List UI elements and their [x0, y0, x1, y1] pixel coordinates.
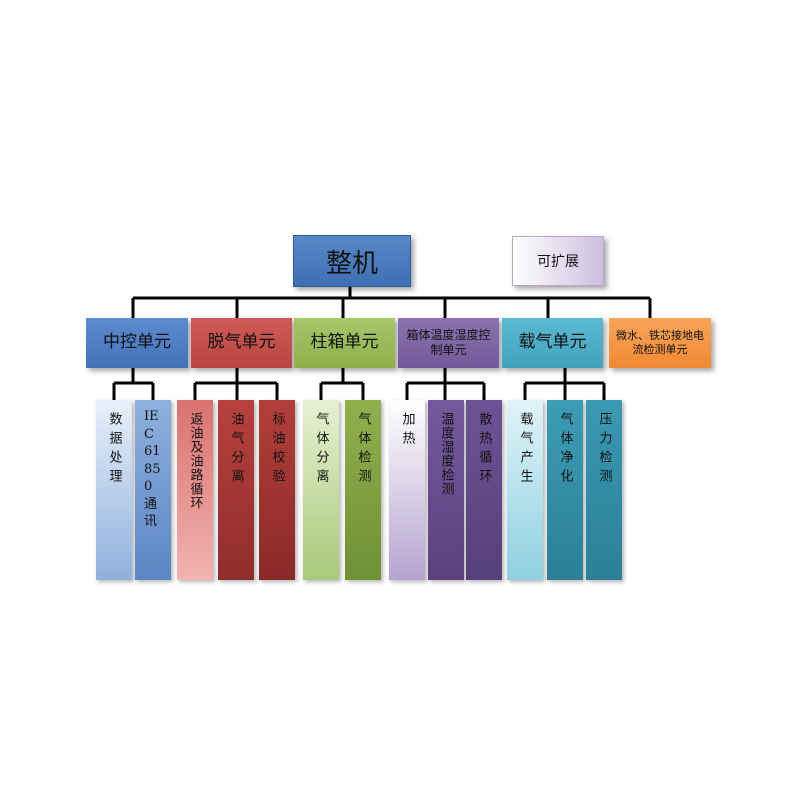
- module-label: 加热: [399, 412, 415, 450]
- module-gas-detection: 气体检测: [345, 400, 381, 580]
- module-label: IEC61850通讯: [144, 409, 161, 530]
- module-label: 气体检测: [355, 412, 371, 488]
- unit-label: 箱体温度湿度控制单元: [406, 328, 491, 357]
- extension-node: 可扩展: [512, 236, 604, 286]
- unit-label: 中控单元: [103, 332, 171, 353]
- module-gas-separation: 气体分离: [303, 400, 339, 580]
- root-label: 整机: [325, 248, 378, 279]
- unit-micro-water: 微水、铁芯接地电流检测单元: [609, 318, 711, 368]
- unit-label: 载气单元: [518, 332, 587, 353]
- module-heat-dissipation: 散热循环: [466, 400, 502, 580]
- module-label: 温度湿度检测: [438, 412, 454, 496]
- module-carrier-generation: 载气产生: [507, 400, 543, 580]
- module-label: 返油及油路循环: [187, 412, 203, 510]
- unit-degassing: 脱气单元: [191, 318, 292, 368]
- module-label: 气体净化: [557, 412, 573, 488]
- module-oil-return: 返油及油路循环: [177, 400, 213, 580]
- unit-label: 柱箱单元: [310, 332, 379, 353]
- module-label: 标油校验: [269, 412, 285, 488]
- unit-label: 微水、铁芯接地电流检测单元: [616, 329, 704, 356]
- module-label: 油气分离: [228, 412, 244, 488]
- module-pressure-detection: 压力检测: [586, 400, 622, 580]
- root-node: 整机: [293, 235, 411, 287]
- unit-temp-humidity: 箱体温度湿度控制单元: [398, 318, 499, 368]
- extension-label: 可扩展: [537, 254, 579, 270]
- module-label: 气体分离: [313, 412, 329, 488]
- module-data-processing: 数据处理: [96, 400, 132, 580]
- module-heating: 加热: [389, 400, 425, 580]
- module-gas-purification: 气体净化: [547, 400, 583, 580]
- module-standard-oil: 标油校验: [259, 400, 295, 580]
- unit-label: 脱气单元: [207, 332, 276, 353]
- module-label: 载气产生: [517, 412, 533, 488]
- module-oil-gas-separation: 油气分离: [218, 400, 254, 580]
- module-label: 散热循环: [476, 412, 492, 488]
- unit-carrier-gas: 载气单元: [502, 318, 603, 368]
- module-label: 压力检测: [596, 412, 612, 488]
- module-temp-humidity-detection: 温度湿度检测: [428, 400, 464, 580]
- unit-central-control: 中控单元: [86, 318, 188, 368]
- unit-column-oven: 柱箱单元: [294, 318, 395, 368]
- module-label: 数据处理: [106, 412, 122, 488]
- module-iec61850: IEC61850通讯: [135, 400, 171, 580]
